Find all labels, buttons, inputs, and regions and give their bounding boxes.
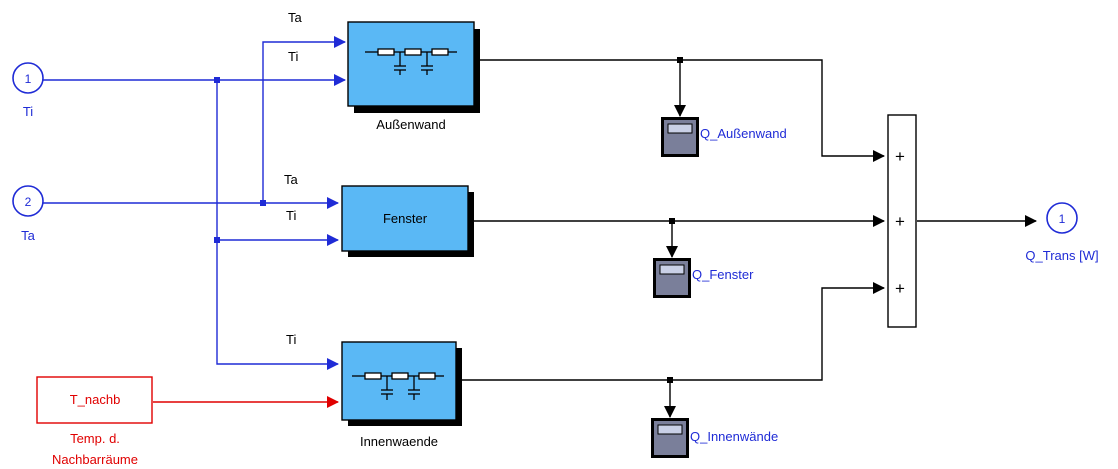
block-fenster-text: Fenster — [383, 211, 428, 226]
junction-out-2 — [669, 218, 675, 224]
port-label-ti: Ti — [286, 332, 296, 347]
wire-ta-to-aussenwand[interactable] — [262, 36, 346, 203]
port-label-ta: Ta — [284, 172, 299, 187]
wire-ti-to-innenwaende[interactable] — [216, 240, 339, 370]
display-label: Q_Außenwand — [700, 126, 787, 141]
junction-out-1 — [677, 57, 683, 63]
block-aussenwand-name: Außenwand — [376, 117, 445, 132]
outport-number: 1 — [1059, 212, 1066, 226]
sum-block[interactable]: + + + — [887, 114, 917, 328]
port-label-ta: Ta — [288, 10, 303, 25]
junction-out-3 — [667, 377, 673, 383]
outport-q-trans[interactable]: 1 Q_Trans [W] — [1025, 202, 1099, 263]
junction-ti-2 — [214, 237, 220, 243]
rc-network-icon — [365, 48, 457, 75]
inport-ta[interactable]: 2 Ta — [12, 185, 44, 243]
block-fenster[interactable]: Fenster Ta Ti — [284, 172, 474, 257]
constant-tnachb[interactable]: T_nachb Temp. d. Nachbarräume — [36, 376, 153, 467]
junction-ti-1 — [214, 77, 220, 83]
display-label: Q_Innenwände — [690, 429, 778, 444]
inport-ti-number: 1 — [25, 72, 32, 86]
junction-ta — [260, 200, 266, 206]
block-innenwaende[interactable]: Innenwaende Ti — [286, 332, 462, 449]
inport-ta-number: 2 — [25, 195, 32, 209]
sum-sign: + — [895, 279, 905, 298]
port-label-ti: Ti — [286, 208, 296, 223]
constant-label-line1: Temp. d. — [70, 431, 120, 446]
inport-ta-label: Ta — [21, 228, 36, 243]
display-label: Q_Fenster — [692, 267, 754, 282]
wire-aussenwand-to-sum[interactable] — [473, 59, 885, 162]
constant-value: T_nachb — [70, 392, 121, 407]
constant-label-line2: Nachbarräume — [52, 452, 138, 467]
block-innenwaende-name: Innenwaende — [360, 434, 438, 449]
display-q-innenwaende[interactable]: Q_Innenwände — [651, 418, 778, 458]
block-aussenwand[interactable]: Außenwand Ta Ti — [288, 10, 480, 132]
inport-ti[interactable]: 1 Ti — [12, 62, 44, 119]
display-q-aussenwand[interactable]: Q_Außenwand — [661, 117, 787, 157]
inport-ti-label: Ti — [23, 104, 33, 119]
port-label-ti: Ti — [288, 49, 298, 64]
sum-sign: + — [895, 212, 905, 231]
outport-label: Q_Trans [W] — [1025, 248, 1098, 263]
wire-innenwaende-to-sum[interactable] — [461, 282, 885, 381]
rc-network-icon — [352, 372, 444, 400]
wire-ti-to-fenster[interactable] — [216, 80, 339, 246]
sum-sign: + — [895, 147, 905, 166]
display-q-fenster[interactable]: Q_Fenster — [653, 258, 754, 298]
